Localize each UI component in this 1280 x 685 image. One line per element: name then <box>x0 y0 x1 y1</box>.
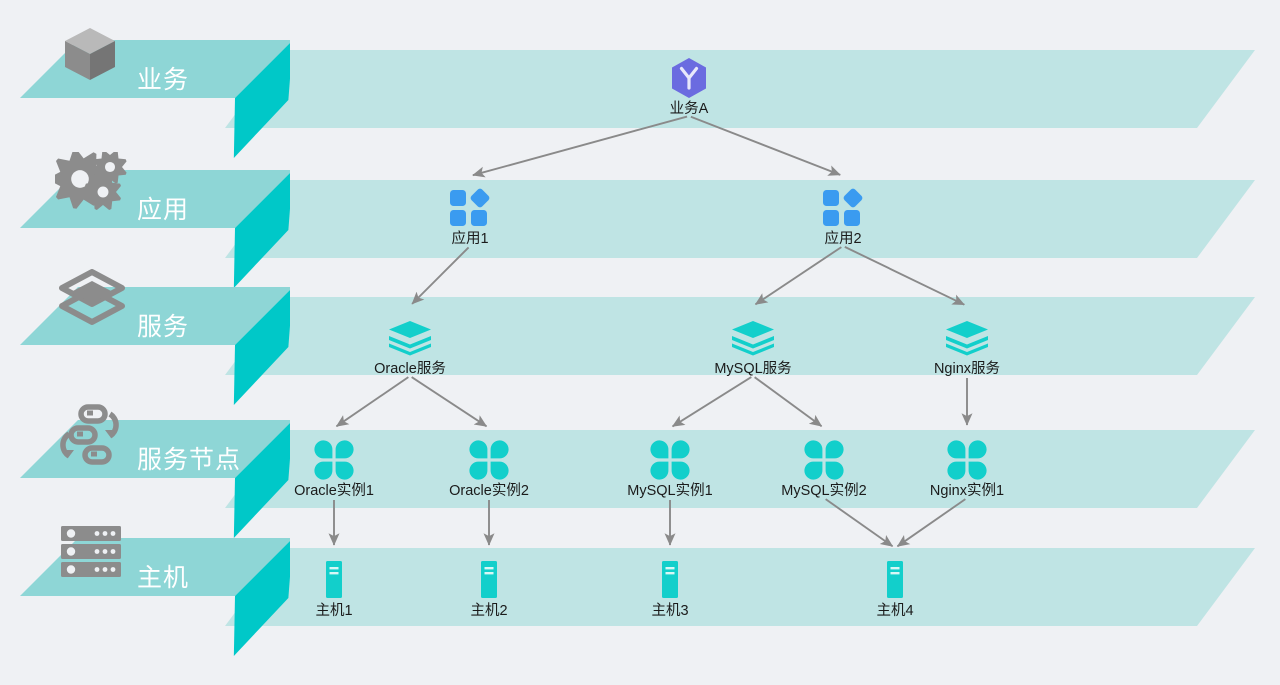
stacked-layers-icon <box>325 318 495 358</box>
layer-tab-label: 业务 <box>137 66 190 94</box>
node-label: Oracle服务 <box>374 361 446 377</box>
node-label: 应用2 <box>824 231 862 247</box>
node-label: Oracle实例2 <box>449 483 529 499</box>
clover-icon <box>314 440 354 480</box>
app-squares-icon <box>758 188 928 228</box>
node-label: 应用1 <box>451 231 489 247</box>
layer-tab-label: 主机 <box>137 564 190 592</box>
layer-tab-label: 服务 <box>137 313 190 341</box>
clover-icon <box>650 440 690 480</box>
node-mysqlI2[interactable]: MySQL实例2 <box>739 440 909 500</box>
gears-icon <box>50 149 127 214</box>
node-label: 主机4 <box>876 603 914 619</box>
node-label: MySQL服务 <box>714 361 792 377</box>
node-host2[interactable]: 主机2 <box>404 560 574 620</box>
node-app1[interactable]: 应用1 <box>385 188 555 248</box>
server-tower-icon <box>662 561 678 598</box>
clover-icon <box>882 440 1052 480</box>
node-mysqlI1[interactable]: MySQL实例1 <box>585 440 755 500</box>
server-tower-icon <box>249 560 419 600</box>
node-mysqlSvc[interactable]: MySQL服务 <box>668 318 838 378</box>
hexagon-y-icon <box>604 58 774 98</box>
node-bizA[interactable]: 业务A <box>604 58 774 118</box>
layer-tab-side-face <box>233 290 290 405</box>
server-rack-icon <box>55 520 127 582</box>
node-app2[interactable]: 应用2 <box>758 188 928 248</box>
node-oracleI2[interactable]: Oracle实例2 <box>404 440 574 500</box>
layer-tab-shape <box>20 287 290 405</box>
server-tower-icon <box>481 561 497 598</box>
layer-tab-host[interactable]: 主机 <box>0 0 290 656</box>
clover-icon <box>947 440 987 480</box>
nodes-sync-icon <box>55 402 127 465</box>
stacked-layers-icon <box>389 321 431 356</box>
node-label: Nginx实例1 <box>929 483 1005 499</box>
node-nginxSvc[interactable]: Nginx服务 <box>882 318 1052 378</box>
layer-tab-label: 应用 <box>137 196 190 224</box>
gears-icon <box>50 149 127 210</box>
layer-tab-business[interactable]: 业务 <box>0 0 290 158</box>
layer-tab-side-face <box>233 43 290 158</box>
node-label: 业务A <box>669 101 709 117</box>
node-host3[interactable]: 主机3 <box>585 560 755 620</box>
layer-tab-service[interactable]: 服务 <box>0 0 290 405</box>
clover-icon <box>404 440 574 480</box>
node-label: 主机1 <box>315 603 353 619</box>
node-label: Oracle实例1 <box>294 483 374 499</box>
layers-icon <box>59 269 125 325</box>
app-squares-icon <box>823 188 863 226</box>
clover-icon <box>585 440 755 480</box>
stacked-layers-icon <box>668 318 838 358</box>
clover-icon <box>739 440 909 480</box>
stacked-layers-icon <box>946 321 988 356</box>
layer-tab-shape <box>20 538 290 656</box>
node-oracleI1[interactable]: Oracle实例1 <box>249 440 419 500</box>
clover-icon <box>469 440 509 480</box>
server-tower-icon <box>585 560 755 600</box>
cube-icon <box>65 28 115 80</box>
stacked-layers-icon <box>732 321 774 356</box>
server-tower-icon <box>810 560 980 600</box>
layer-tab-service-node[interactable]: 服务节点 <box>0 0 290 538</box>
node-label: MySQL实例2 <box>781 483 867 499</box>
layer-band-service <box>225 297 1255 375</box>
hexagon-y-icon <box>672 58 706 98</box>
app-squares-icon <box>450 188 490 226</box>
layer-tab-side-face <box>233 423 290 538</box>
layer-tab-side-face <box>233 541 290 656</box>
layer-tab-label: 服务节点 <box>137 446 242 474</box>
app-squares-icon <box>385 188 555 228</box>
server-tower-icon <box>404 560 574 600</box>
server-tower-icon <box>326 561 342 598</box>
cube-icon <box>55 22 127 84</box>
server-rack-icon <box>61 526 121 577</box>
node-oracleSvc[interactable]: Oracle服务 <box>325 318 495 378</box>
node-host4[interactable]: 主机4 <box>810 560 980 620</box>
server-tower-icon <box>887 561 903 598</box>
stacked-layers-icon <box>882 318 1052 358</box>
node-label: 主机2 <box>470 603 508 619</box>
node-label: Nginx服务 <box>933 361 1001 377</box>
layer-tab-application[interactable]: 应用 <box>0 0 290 288</box>
layer-tab-side-face <box>233 173 290 288</box>
clover-icon <box>249 440 419 480</box>
node-label: MySQL实例1 <box>627 483 713 499</box>
clover-icon <box>804 440 844 480</box>
node-label: 主机3 <box>651 603 689 619</box>
nodes-sync-icon <box>60 404 119 465</box>
layer-band-business <box>225 50 1255 128</box>
node-nginxI1[interactable]: Nginx实例1 <box>882 440 1052 500</box>
layers-icon <box>55 269 127 331</box>
node-host1[interactable]: 主机1 <box>249 560 419 620</box>
